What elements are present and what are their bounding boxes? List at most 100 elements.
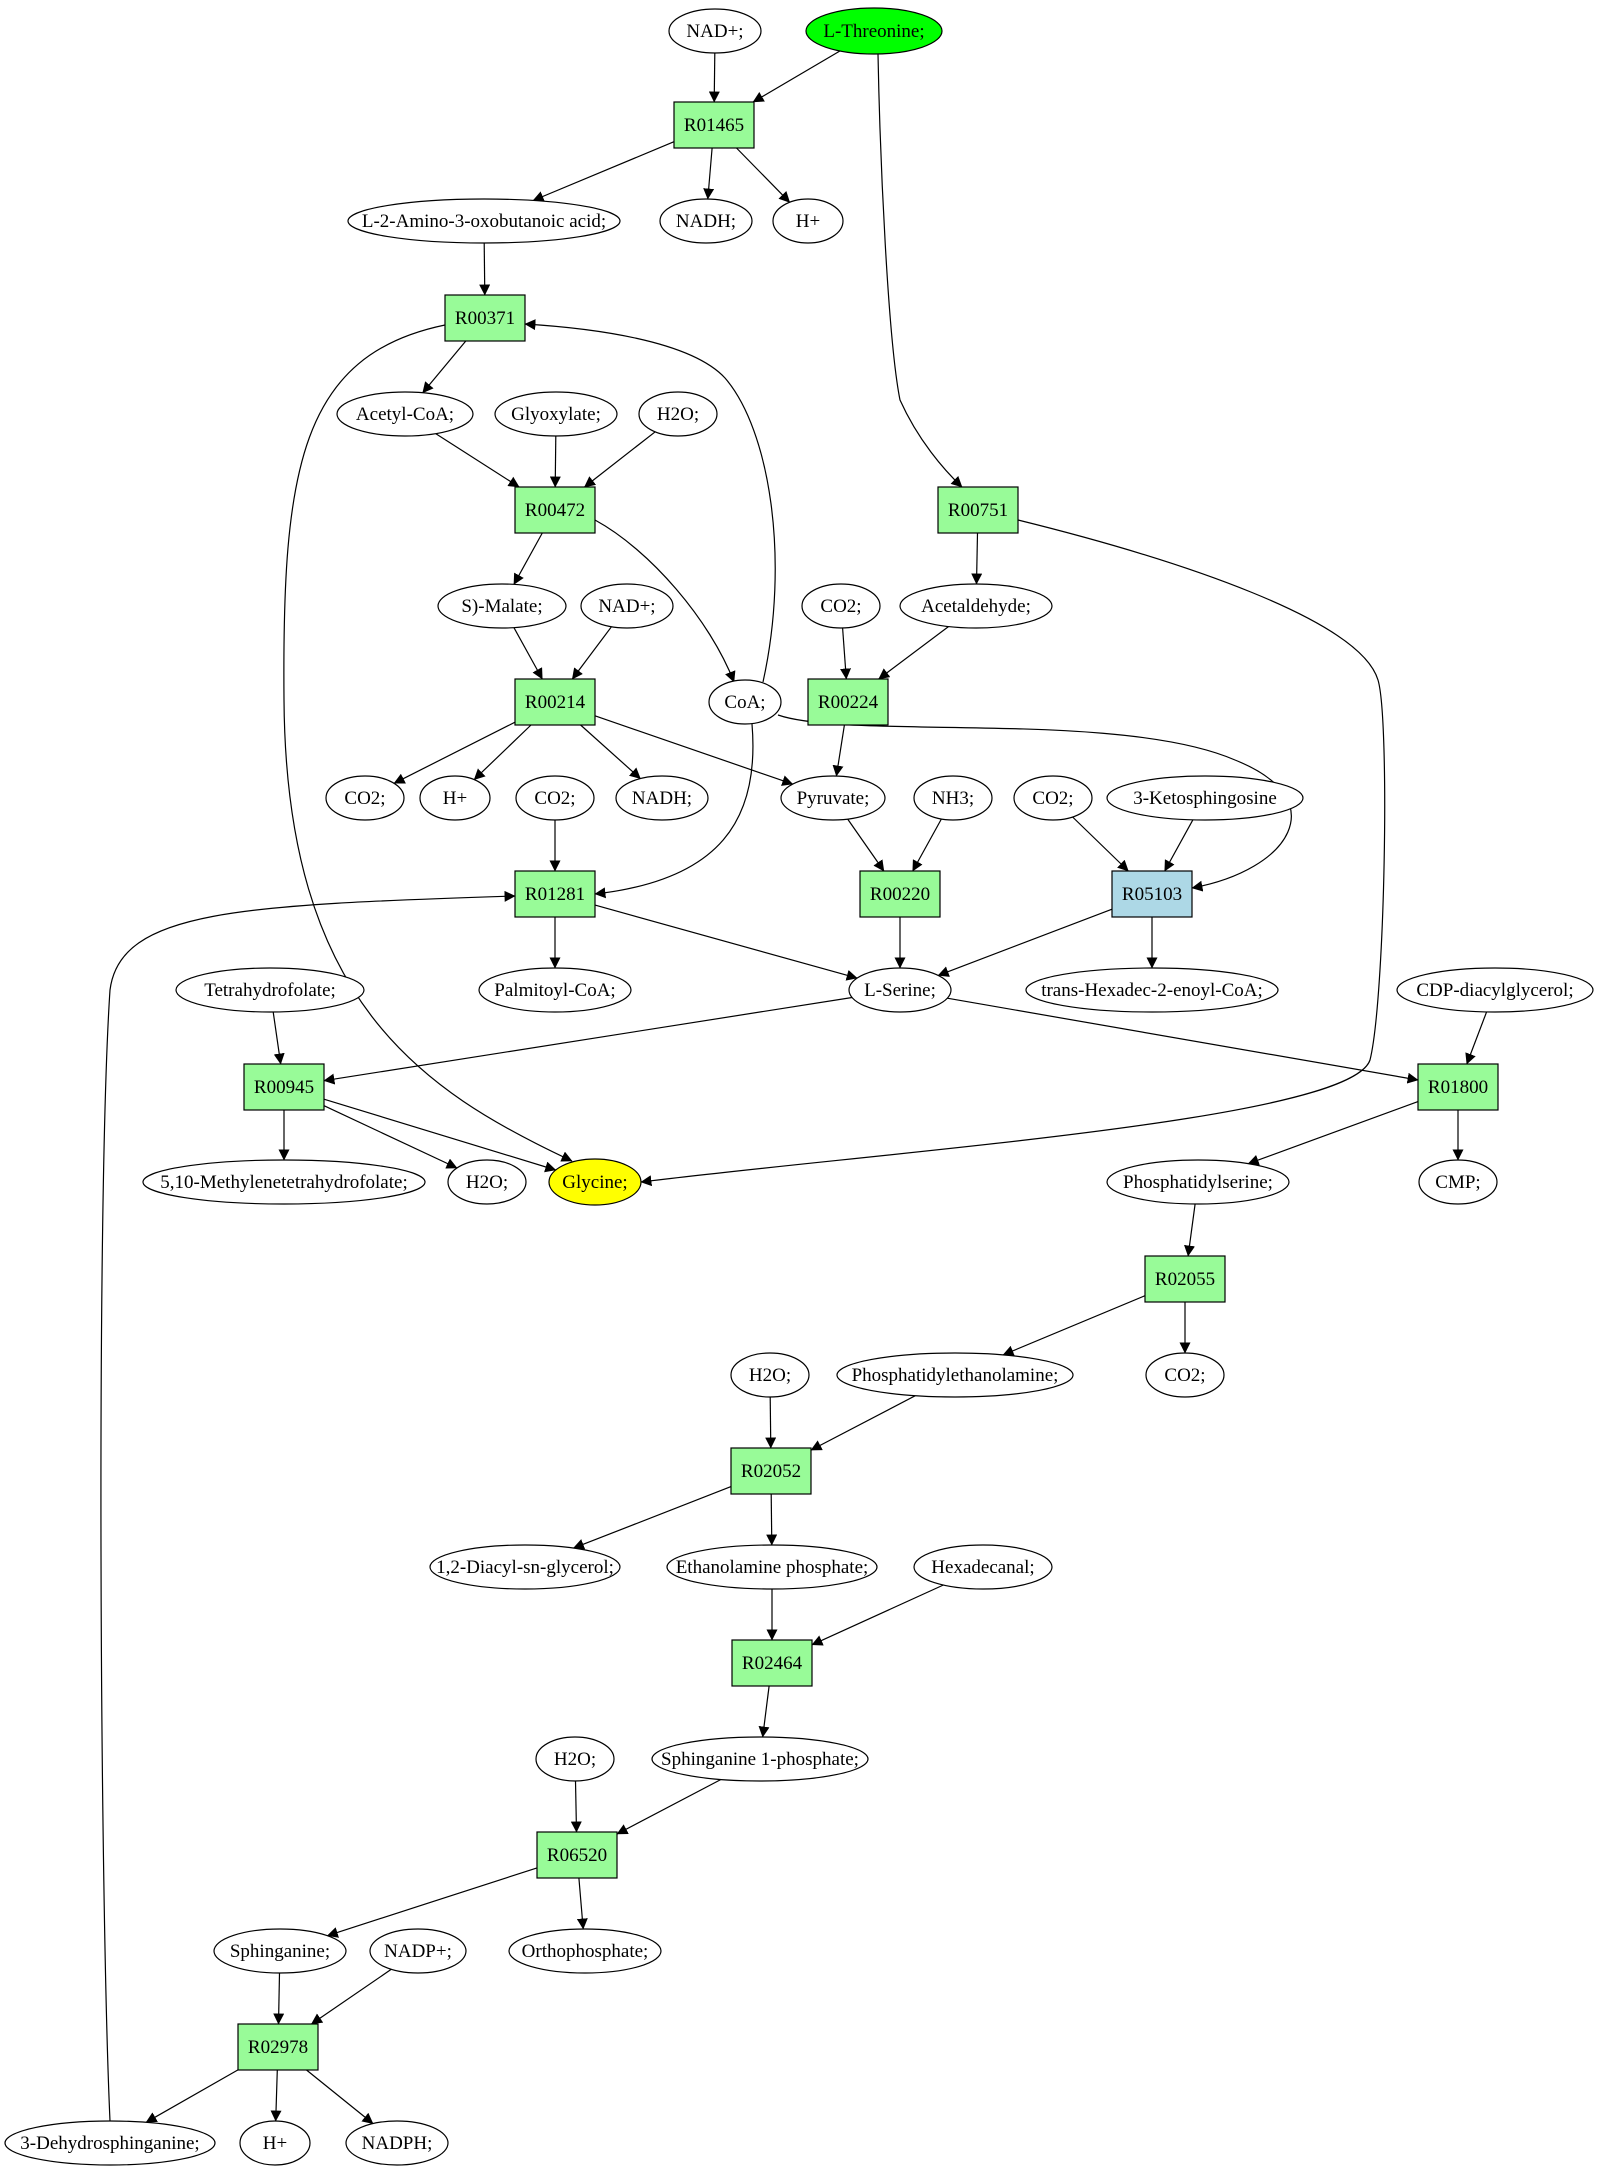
node-h-3: H+ [239, 2120, 311, 2166]
node-acetyl-coa: Acetyl-CoA; [336, 391, 474, 437]
edge-r00214-to-h_2 [473, 724, 532, 781]
node-label: R00472 [525, 500, 585, 521]
node-label: L-Threonine; [823, 21, 924, 42]
node-label: Phosphatidylserine; [1123, 1172, 1273, 1193]
node-label: R01800 [1428, 1077, 1488, 1098]
compound-ellipse [836, 1352, 1074, 1398]
node-r00371: R00371 [444, 294, 526, 342]
node-label: Ethanolamine phosphate; [676, 1557, 869, 1578]
reaction-box [237, 2023, 319, 2071]
compound-ellipse [651, 1736, 869, 1782]
node-label: R06520 [547, 1845, 607, 1866]
node-methylene-thf: 5,10-Methylenetetrahydrofolate; [142, 1159, 426, 1205]
node-glyoxylate: Glyoxylate; [494, 391, 618, 437]
compound-ellipse [478, 967, 632, 1013]
compound-ellipse [213, 1928, 347, 1974]
compound-ellipse [1145, 1352, 1225, 1398]
node-label: CO2; [534, 788, 575, 809]
edge-r02978-to-dehydrosphinganine [145, 2069, 239, 2123]
node-nadp: NADP+; [369, 1928, 467, 1974]
node-label: R00220 [870, 884, 930, 905]
edge-hexadecanal-to-r02464 [811, 1584, 944, 1646]
compound-ellipse [419, 775, 491, 821]
reaction-box [673, 101, 755, 149]
node-label: R02052 [741, 1461, 801, 1482]
edge-acetaldehyde-to-r00224 [878, 626, 949, 680]
compound-ellipse [780, 775, 886, 821]
node-label: R02055 [1155, 1269, 1215, 1290]
node-h2o-4: H2O; [535, 1736, 615, 1782]
node-ketosphingosine: 3-Ketosphingosine [1106, 775, 1304, 821]
node-label: R00214 [525, 692, 586, 713]
node-label: 3-Dehydrosphinganine; [20, 2133, 199, 2154]
node-label: trans-Hexadec-2-enoyl-CoA; [1041, 980, 1263, 1001]
compound-ellipse [772, 198, 844, 244]
edge-phosphatidylserine-to-r02055 [1184, 1203, 1196, 1257]
compound-ellipse [369, 1928, 467, 1974]
edge-l2amino-to-r00371 [479, 242, 491, 296]
edge-r00214-to-co2_2 [393, 721, 516, 784]
reaction-box [937, 486, 1019, 534]
edge-r00945-to-h2o_2 [323, 1105, 458, 1169]
node-label: R01281 [525, 884, 585, 905]
reaction-box [243, 1063, 325, 1111]
compound-ellipse [1418, 1159, 1498, 1205]
node-nadph: NADPH; [345, 2120, 449, 2166]
edge-nad_1-to-r01465 [708, 52, 720, 103]
edge-r00472-to-s_malate [513, 532, 543, 585]
compound-ellipse [437, 583, 567, 629]
edge-r01281-to-l_serine [594, 904, 858, 981]
node-nadh-2: NADH; [615, 775, 709, 821]
edge-r00371-to-glycine [283, 324, 573, 1162]
reaction-box [1417, 1063, 1499, 1111]
node-label: Pyruvate; [797, 788, 870, 809]
compound-ellipse [708, 679, 782, 725]
node-label: CoA; [724, 692, 765, 713]
node-label: CO2; [1164, 1365, 1205, 1386]
edge-l_threonine-to-r01465 [752, 50, 841, 103]
node-label: NAD+; [598, 596, 655, 617]
compound-ellipse [1013, 775, 1093, 821]
node-label: H+ [443, 788, 467, 809]
node-h-2: H+ [419, 775, 491, 821]
node-label: Orthophosphate; [522, 1941, 649, 1962]
node-acetaldehyde: Acetaldehyde; [899, 583, 1053, 629]
node-nad-1: NAD+; [668, 8, 762, 54]
compound-ellipse [508, 1928, 662, 1974]
edge-r02464-to-sphinganine_1p [758, 1685, 770, 1738]
node-r02978: R02978 [237, 2023, 319, 2071]
node-l2amino: L-2-Amino-3-oxobutanoic acid; [347, 198, 621, 244]
edge-r01465-to-h_1 [736, 147, 791, 203]
edge-r00214-to-nadh_2 [580, 724, 641, 780]
node-orthophosphate: Orthophosphate; [508, 1928, 662, 1974]
reaction-box [514, 870, 596, 918]
edge-r01800-to-phosphatidylserine [1247, 1101, 1419, 1166]
edge-pe-to-r02052 [810, 1395, 916, 1451]
node-hexadecenoyl: trans-Hexadec-2-enoyl-CoA; [1025, 967, 1279, 1013]
edge-l_threonine-to-r00751 [877, 53, 963, 488]
reaction-box [514, 486, 596, 534]
node-nh3: NH3; [913, 775, 993, 821]
node-r05103: R05103 [1111, 870, 1193, 918]
node-label: R02978 [248, 2037, 308, 2058]
reaction-box [731, 1639, 813, 1687]
compound-ellipse [142, 1159, 426, 1205]
reaction-box [859, 870, 941, 918]
node-co2-1: CO2; [801, 583, 881, 629]
node-r06520: R06520 [536, 1831, 618, 1879]
compound-ellipse [239, 2120, 311, 2166]
compound-ellipse [1025, 967, 1279, 1013]
node-glycine: Glycine; [548, 1158, 642, 1206]
node-label: 3-Ketosphingosine [1133, 788, 1277, 809]
compound-ellipse [1396, 967, 1594, 1013]
node-palmitoyl-coa: Palmitoyl-CoA; [478, 967, 632, 1013]
node-r00220: R00220 [859, 870, 941, 918]
compound-ellipse [175, 967, 365, 1013]
node-co2-5: CO2; [1145, 1352, 1225, 1398]
node-label: R05103 [1122, 884, 1182, 905]
edge-co2_1-to-r00224 [840, 627, 852, 680]
edge-r01465-to-nadh_1 [703, 147, 715, 200]
node-label: NADP+; [384, 1941, 452, 1962]
edge-r02978-to-h_3 [270, 2069, 282, 2122]
reaction-box [730, 1447, 812, 1495]
